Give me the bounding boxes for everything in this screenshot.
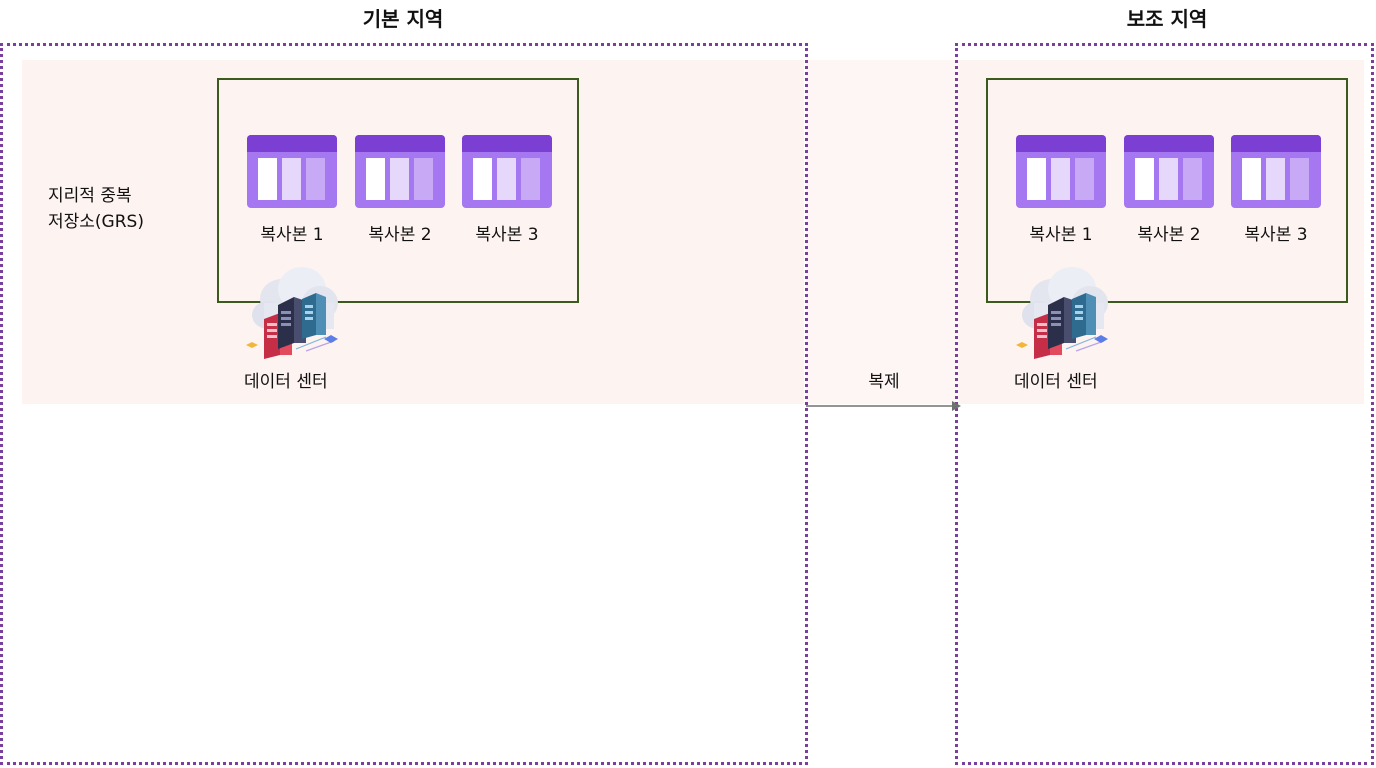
storage-table-icon [355, 135, 445, 208]
primary-storage-group [217, 78, 579, 303]
secondary-region-title: 보조 지역 [1126, 7, 1208, 31]
storage-table-icon [247, 135, 337, 208]
secondary-replica-1-label: 복사본 1 [1029, 225, 1093, 245]
storage-table-icon [1231, 135, 1321, 208]
grs-label-line-2: 저장소(GRS) [48, 212, 144, 232]
secondary-replica-3-label: 복사본 3 [1244, 225, 1308, 245]
primary-region-title: 기본 지역 [362, 7, 444, 31]
storage-table-icon [1016, 135, 1106, 208]
secondary-storage-group [986, 78, 1348, 303]
primary-region-band [22, 60, 804, 404]
cloud-datacenter-icon [244, 263, 344, 359]
grs-label: 지리적 중복 저장소(GRS) [48, 183, 144, 235]
primary-region-boundary [0, 43, 808, 765]
secondary-datacenter-label: 데이터 센터 [1014, 372, 1098, 392]
primary-datacenter-label: 데이터 센터 [244, 372, 328, 392]
storage-table-icon [462, 135, 552, 208]
storage-table-icon [1124, 135, 1214, 208]
primary-replica-2-label: 복사본 2 [368, 225, 432, 245]
primary-replica-1-label: 복사본 1 [260, 225, 324, 245]
cloud-datacenter-icon [1014, 263, 1114, 359]
between-regions-band [806, 60, 956, 404]
primary-replica-3-label: 복사본 3 [475, 225, 539, 245]
secondary-replica-2-label: 복사본 2 [1137, 225, 1201, 245]
grs-label-line-1: 지리적 중복 [48, 186, 132, 206]
secondary-region-band [958, 60, 1364, 404]
replication-arrow [806, 401, 961, 411]
replication-label: 복제 [868, 372, 900, 392]
